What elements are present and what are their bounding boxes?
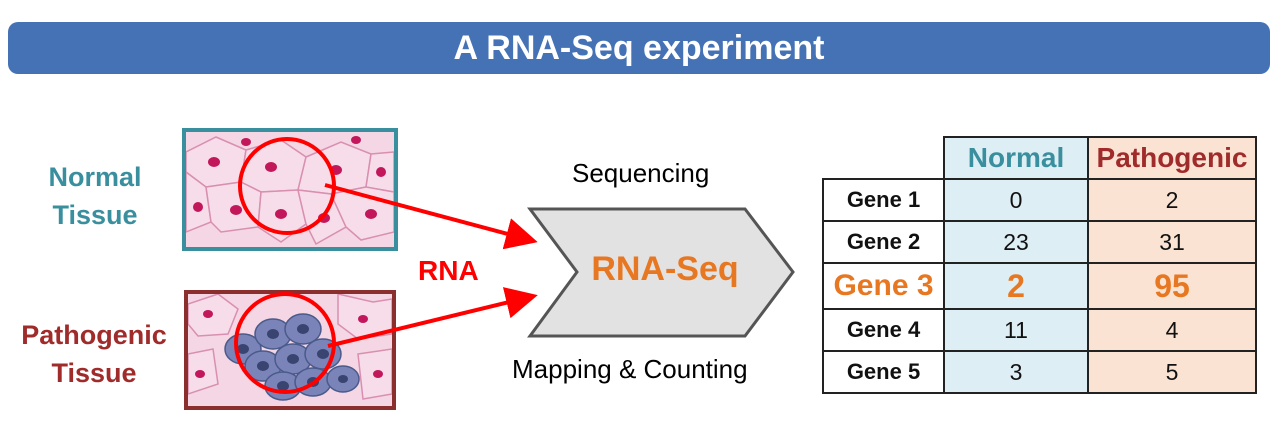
column-header-pathogenic: Pathogenic [1087,136,1257,180]
pathogenic-tissue-label: Pathogenic Tissue [8,316,180,392]
table-corner [823,137,945,180]
gene-name: Gene 4 [822,308,945,352]
pathogenic-count: 4 [1087,308,1257,352]
rna-seq-chevron [527,207,795,338]
gene-name: Gene 1 [822,178,945,222]
column-header-normal: Normal [943,136,1089,180]
normal-tissue-line2: Tissue [52,200,138,230]
sequencing-label: Sequencing [572,158,710,188]
pathogenic-count: 95 [1087,262,1257,310]
normal-count: 23 [943,220,1089,264]
normal-tissue-label: Normal Tissue [30,158,160,234]
pathogenic-count: 2 [1087,178,1257,222]
table-row: Gene 5 3 5 [822,350,1257,394]
table-row-highlighted: Gene 3 2 95 [822,262,1257,310]
table-row: Gene 2 23 31 [822,220,1257,264]
count-table: Normal Pathogenic Gene 1 0 2 Gene 2 23 3… [822,136,1257,394]
pathogenic-tissue-line1: Pathogenic [21,320,167,350]
pathogenic-count: 5 [1087,350,1257,394]
mapping-counting-label: Mapping & Counting [512,354,748,384]
rna-seq-label: RNA-Seq [591,250,739,288]
normal-tissue-image [182,128,398,251]
normal-count: 11 [943,308,1089,352]
table-row: Gene 1 0 2 [822,178,1257,222]
normal-count: 2 [943,262,1089,310]
normal-tissue-line1: Normal [48,162,142,192]
table-row: Gene 4 11 4 [822,308,1257,352]
table-header-row: Normal Pathogenic [823,136,1257,180]
pathogenic-tissue-line2: Tissue [51,358,137,388]
pathogenic-count: 31 [1087,220,1257,264]
gene-name: Gene 5 [822,350,945,394]
rna-label: RNA [418,255,479,286]
gene-name: Gene 3 [822,262,945,310]
normal-count: 0 [943,178,1089,222]
normal-count: 3 [943,350,1089,394]
title-banner: A RNA-Seq experiment [8,22,1270,74]
page-title: A RNA-Seq experiment [453,28,825,67]
gene-name: Gene 2 [822,220,945,264]
pathogenic-tissue-image [184,290,396,410]
